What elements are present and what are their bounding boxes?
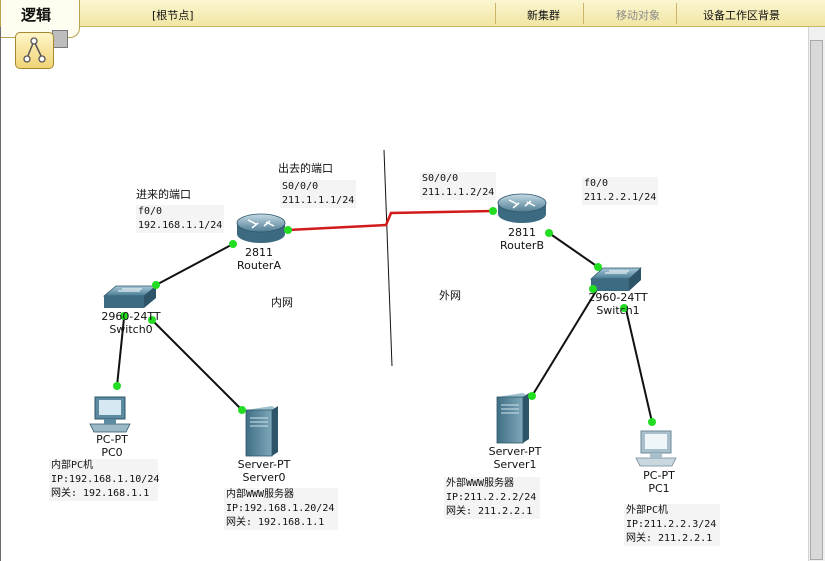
device-model: 2960-24TT [101,310,161,323]
router-icon-routerB[interactable] [497,193,547,223]
network-tree-icon [23,37,46,63]
routerA-f00-note[interactable]: f0/0 192.168.1.1/24 [136,205,224,233]
switch0-label[interactable]: 2960-24TT Switch0 [86,310,176,336]
outer-net-note[interactable]: 外网 [439,289,461,302]
device-name: Server1 [493,458,537,471]
note-ip: IP:211.2.2.2/24 [446,492,537,503]
pc0-info-note[interactable]: 内部PC机 IP:192.168.1.10/24 网关: 192.168.1.1 [49,459,160,501]
link-switch1-pc1[interactable] [624,304,653,423]
pc-icon-pc1[interactable] [635,430,677,467]
device-model: 2811 [245,246,273,259]
note-title: 内部WWW服务器 [226,489,295,500]
workspace-title: 逻辑 [21,6,52,24]
inner-net-note[interactable]: 内网 [271,296,293,309]
interface-ip: 211.1.1.1/24 [282,195,355,206]
switch-icon-switch1[interactable] [589,267,643,291]
note-title: 外部PC机 [626,505,669,516]
routerB-label[interactable]: 2811 RouterB [477,226,567,252]
link-switch0-server0[interactable] [149,317,243,411]
device-name: PC1 [648,482,670,495]
note-gateway: 网关: 192.168.1.1 [226,517,325,528]
switch1-label[interactable]: 2960-24TT Switch1 [573,291,663,317]
server1-label[interactable]: Server-PT Server1 [470,445,560,471]
note-ip: IP:192.168.1.10/24 [51,474,160,485]
link-status-dots [113,207,656,426]
device-model: PC-PT [96,433,128,446]
device-name: Server0 [242,471,286,484]
server-icon-server1[interactable] [496,393,529,444]
interface-name: f0/0 [584,178,609,189]
routerA-label[interactable]: 2811 RouterA [214,246,304,272]
device-model: PC-PT [643,469,675,482]
device-name: RouterB [500,239,544,252]
toolbar-divider [676,3,677,24]
note-ip: IP:192.168.1.20/24 [226,503,335,514]
pc-icon-pc0[interactable] [89,396,131,433]
link-routerB-switch1[interactable] [548,232,599,268]
workspace-canvas[interactable] [0,27,825,561]
router-icon-routerA[interactable] [236,213,286,243]
set-background-button[interactable]: 设备工作区背景 [703,9,780,22]
scrollbar-thumb[interactable] [810,40,823,560]
note-title: 内部PC机 [51,460,94,471]
pc0-label[interactable]: PC-PT PC0 [67,433,157,459]
note-gateway: 网关: 192.168.1.1 [51,488,150,499]
server1-info-note[interactable]: 外部WWW服务器 IP:211.2.2.2/24 网关: 211.2.2.1 [444,477,540,519]
device-name: Switch1 [596,304,640,317]
interface-name: S0/0/0 [422,173,459,184]
device-model: Server-PT [488,445,542,458]
note-gateway: 网关: 211.2.2.1 [626,533,713,544]
outgoing-port-note[interactable]: 出去的端口 [278,162,333,175]
link-switch1-server1[interactable] [531,287,599,397]
logical-view-button[interactable] [15,32,54,69]
interface-name: f0/0 [138,206,163,217]
server0-info-note[interactable]: 内部WWW服务器 IP:192.168.1.20/24 网关: 192.168.… [224,488,338,530]
switch-icon-switch0[interactable] [102,285,158,308]
server0-label[interactable]: Server-PT Server0 [219,458,309,484]
device-name: RouterA [237,259,281,272]
toolbar-divider [583,3,584,24]
interface-ip: 211.1.1.2/24 [422,187,495,198]
serial-link-routerA-routerB[interactable] [287,209,494,232]
routerB-s000-note[interactable]: S0/0/0 211.1.1.2/24 [420,172,496,200]
device-name: PC0 [101,446,123,459]
device-model: Server-PT [237,458,291,471]
new-cluster-button[interactable]: 新集群 [527,9,560,22]
pc1-info-note[interactable]: 外部PC机 IP:211.2.2.3/24 网关: 211.2.2.1 [624,504,720,546]
root-node-button[interactable]: [根节点] [152,9,194,22]
device-model: 2960-24TT [588,291,648,304]
link-switch0-pc0[interactable] [116,317,125,387]
note-title: 外部WWW服务器 [446,478,515,489]
move-object-button[interactable]: 移动对象 [616,9,660,22]
interface-ip: 211.2.2.1/24 [584,192,657,203]
interface-ip: 192.168.1.1/24 [138,220,223,231]
routerB-f00-note[interactable]: f0/0 211.2.2.1/24 [582,177,658,205]
toolbar-divider [495,3,496,24]
device-model: 2811 [508,226,536,239]
note-ip: IP:211.2.2.3/24 [626,519,717,530]
workspace-toolbar: [根节点] 新集群 移动对象 设备工作区背景 [0,0,825,27]
note-gateway: 网关: 211.2.2.1 [446,506,533,517]
link-routerA-switch0[interactable] [155,243,234,286]
routerA-s000-note[interactable]: S0/0/0 211.1.1.1/24 [280,180,356,208]
pc1-label[interactable]: PC-PT PC1 [614,469,704,495]
device-name: Switch0 [109,323,153,336]
server-icon-server0[interactable] [245,406,278,457]
incoming-port-note[interactable]: 进来的端口 [136,188,191,201]
network-boundary-line [383,149,393,367]
interface-name: S0/0/0 [282,181,319,192]
